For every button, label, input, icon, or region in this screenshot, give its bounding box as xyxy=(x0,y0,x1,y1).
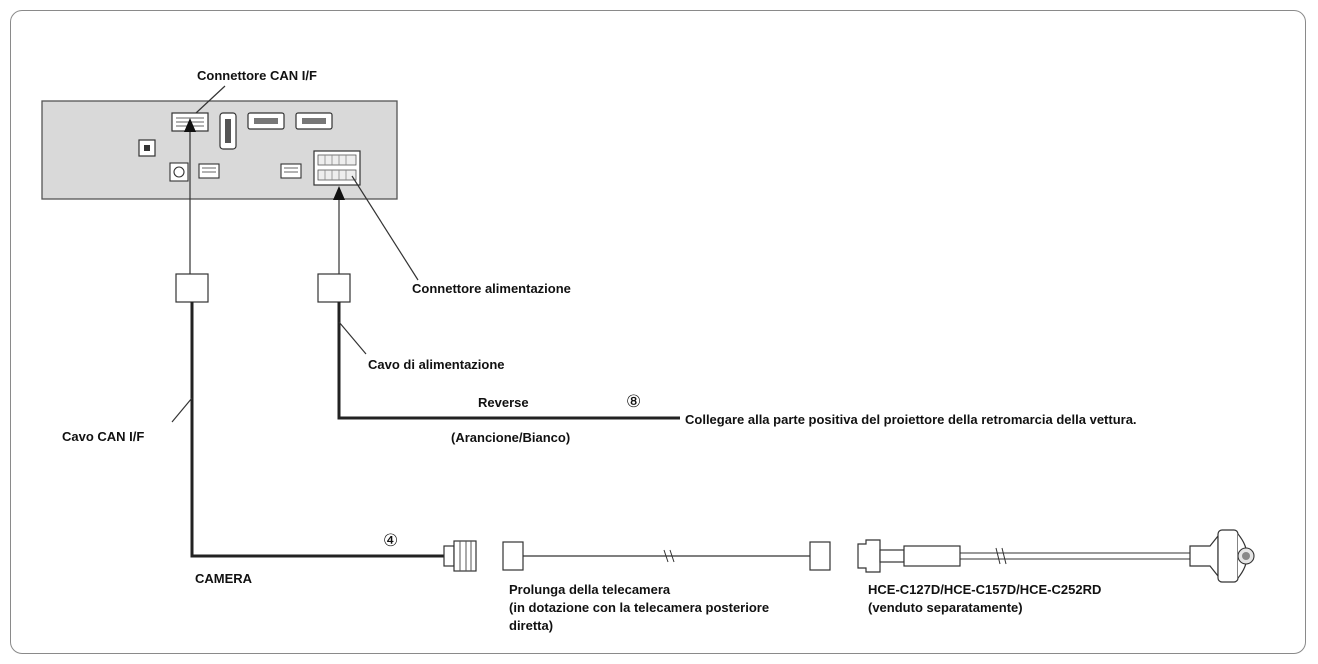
can-cable xyxy=(171,118,444,558)
camera-number: ④ xyxy=(383,531,398,550)
power-cable-label: Cavo di alimentazione xyxy=(368,357,505,372)
can-connector-label: Connettore CAN I/F xyxy=(197,68,317,83)
extension-label-line1: Prolunga della telecamera xyxy=(509,582,671,597)
can-cable-label: Cavo CAN I/F xyxy=(62,429,144,444)
reverse-number: ⑧ xyxy=(626,392,641,411)
camera-label: CAMERA xyxy=(195,571,253,586)
rear-camera xyxy=(857,529,1255,583)
camera-extension xyxy=(502,541,831,571)
extension-label-line2: (in dotazione con la telecamera posterio… xyxy=(509,600,769,615)
power-connector-label: Connettore alimentazione xyxy=(412,281,571,296)
power-cable xyxy=(317,186,680,420)
extension-label-line3: diretta) xyxy=(509,618,553,633)
reverse-destination: Collegare alla parte positiva del proiet… xyxy=(685,412,1137,427)
head-unit xyxy=(41,100,398,200)
reverse-label: Reverse xyxy=(478,395,529,410)
diagram-frame xyxy=(10,10,1306,654)
camera-model-line1: HCE-C127D/HCE-C157D/HCE-C252RD xyxy=(868,582,1101,597)
camera-model-line2: (venduto separatamente) xyxy=(868,600,1023,615)
reverse-color-label: (Arancione/Bianco) xyxy=(451,430,570,445)
camera-plug xyxy=(443,540,477,572)
